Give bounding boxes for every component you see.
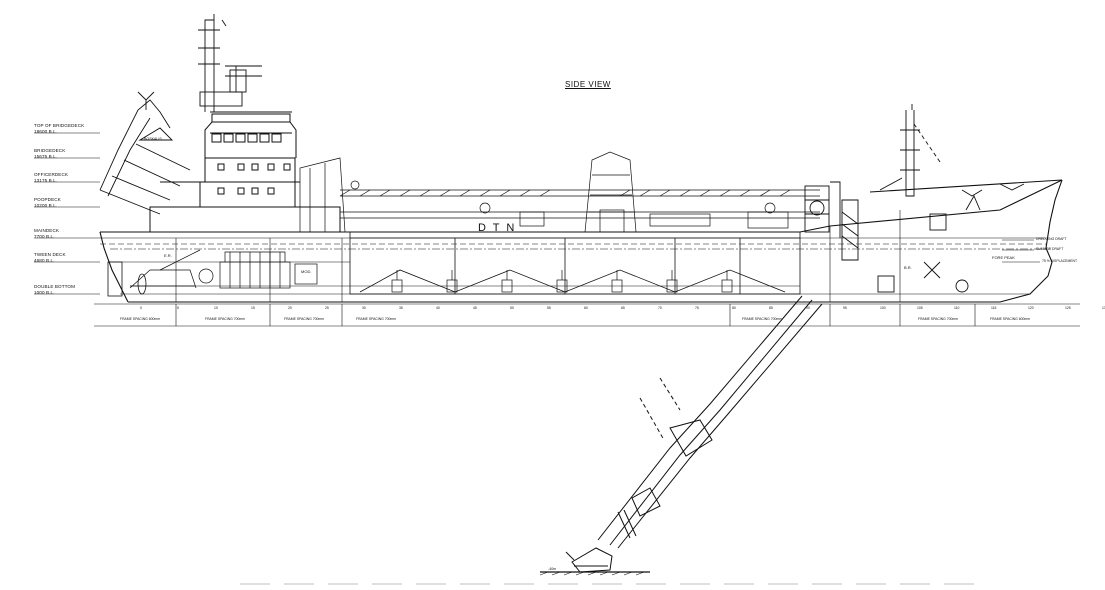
hopper bbox=[349, 231, 801, 295]
frame-number: 130 bbox=[1102, 306, 1105, 310]
frame-number: 30 bbox=[362, 306, 366, 310]
frame-number: 105 bbox=[917, 306, 923, 310]
level-name: BRIDGEDECK bbox=[34, 148, 66, 153]
frame-number: 10 bbox=[214, 306, 218, 310]
internal-decks bbox=[100, 237, 1050, 295]
depth-label: -40m bbox=[548, 567, 557, 571]
level-value: 4680 B.L. bbox=[34, 258, 55, 263]
bow-room-label: B.R. bbox=[904, 265, 912, 270]
frame-number: 45 bbox=[473, 306, 477, 310]
frame-spacing-label: FRAME SPACING 700mm bbox=[356, 317, 397, 321]
engine-room-label: E.R. bbox=[164, 253, 172, 258]
draft-label: 75 % DISPLACEMENT bbox=[1042, 259, 1078, 263]
frame-number: 0 bbox=[140, 306, 142, 310]
level-value: 1000 B.L. bbox=[34, 290, 55, 295]
frame-number: 95 bbox=[843, 306, 847, 310]
level-name: OFFICERDECK bbox=[34, 172, 69, 177]
frame-spacing-label: FRAME SPACING 600mm bbox=[990, 317, 1031, 321]
fore-gantry bbox=[804, 104, 1025, 293]
drawing-title: SIDE VIEW bbox=[565, 80, 611, 89]
frame-number: 90 bbox=[806, 306, 810, 310]
superstructure bbox=[149, 111, 341, 232]
level-value: 10200 B.L. bbox=[34, 203, 58, 208]
frame-number: 75 bbox=[695, 306, 699, 310]
level-value: 15675 B.L. bbox=[34, 154, 58, 159]
frame-number: 25 bbox=[325, 306, 329, 310]
level-name: DOUBLE BOTTOM bbox=[34, 284, 76, 289]
frame-spacing-label: FRAME SPACING 700mm bbox=[918, 317, 959, 321]
frame-number: 80 bbox=[732, 306, 736, 310]
mech-label: MOD. bbox=[301, 269, 312, 274]
frame-number: 55 bbox=[547, 306, 551, 310]
frame-spacing-label: FRAME SPACING 600mm bbox=[120, 317, 161, 321]
frame-number: 65 bbox=[621, 306, 625, 310]
frame-spacing-label: FRAME SPACING 700mm bbox=[284, 317, 325, 321]
frame-number: 125 bbox=[1065, 306, 1071, 310]
frame-number: 85 bbox=[769, 306, 773, 310]
draft-label: DREDGING DRAFT bbox=[1036, 237, 1067, 241]
frame-number: 20 bbox=[288, 306, 292, 310]
frame-number: 15 bbox=[251, 306, 255, 310]
draft-label: SUMMER DRAFT bbox=[1036, 247, 1064, 251]
stern-gantry bbox=[99, 91, 191, 215]
level-name: TOP OF BRIDGEDECK bbox=[34, 123, 85, 128]
engine-room-machinery bbox=[129, 249, 318, 289]
frame-number: 110 bbox=[954, 306, 960, 310]
frame-spacing-label: FRAME SPACING 700mm bbox=[742, 317, 783, 321]
frame-number: 60 bbox=[584, 306, 588, 310]
hopper-valves bbox=[391, 270, 733, 293]
draft-leaders bbox=[1002, 239, 1040, 263]
frame-number: 5 bbox=[177, 306, 179, 310]
logo-text: BOSKALIS bbox=[144, 137, 162, 141]
fore-peak-label: FORE PEAK bbox=[992, 255, 1015, 260]
level-value: 7700 B.L. bbox=[34, 234, 55, 239]
suction-pipe bbox=[539, 295, 823, 576]
propeller-rudder bbox=[107, 261, 147, 297]
frame-number: 115 bbox=[991, 306, 997, 310]
frame-number: 120 bbox=[1028, 306, 1034, 310]
frame-number: 40 bbox=[436, 306, 440, 310]
level-reference-lines bbox=[34, 132, 100, 295]
mast bbox=[198, 14, 262, 112]
frame-number: 100 bbox=[880, 306, 886, 310]
level-name: POOPDECK bbox=[34, 197, 61, 202]
level-value: 13175 B.L. bbox=[34, 178, 58, 183]
frame-number: 70 bbox=[658, 306, 662, 310]
frame-number: 50 bbox=[510, 306, 514, 310]
frame-number: 35 bbox=[399, 306, 403, 310]
hopper-label: D T N bbox=[478, 222, 517, 234]
hull bbox=[99, 179, 1063, 303]
level-value: 18600 B.L. bbox=[34, 129, 58, 134]
deck-equipment bbox=[299, 151, 820, 233]
frame-ruler bbox=[94, 303, 1080, 327]
level-name: TWEEN DECK bbox=[34, 252, 66, 257]
level-name: MAINDECK bbox=[34, 228, 60, 233]
frame-spacing-label: FRAME SPACING 700mm bbox=[205, 317, 246, 321]
